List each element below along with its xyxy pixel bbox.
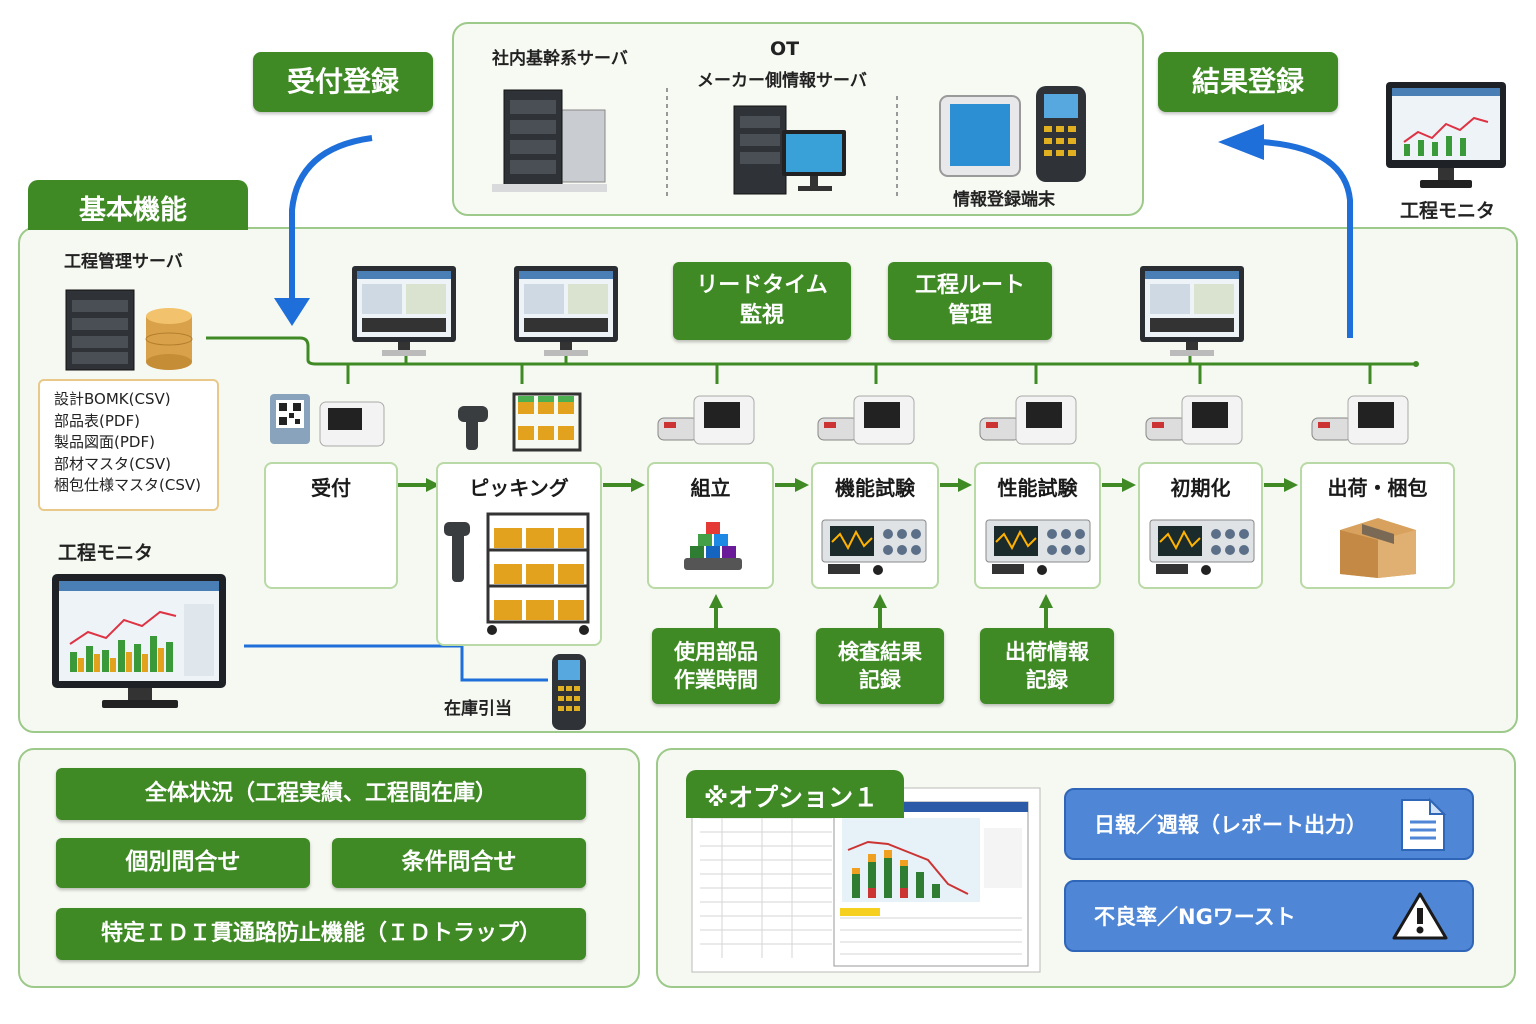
intake-registration-label: 受付登録	[253, 52, 433, 112]
basic-function-tab	[28, 180, 248, 230]
network-monitor-1	[352, 266, 456, 356]
record-inspection-result: 検査結果 記録	[816, 628, 944, 704]
cardboard-box-icon	[1340, 518, 1416, 578]
initialize-equipment-icon	[1149, 519, 1255, 575]
process-server-label: 工程管理サーバ	[64, 252, 183, 272]
document-icon	[1401, 797, 1447, 851]
individual-query-button[interactable]: 個別問合せ	[56, 838, 310, 888]
ot-label: OT	[770, 38, 800, 60]
picking-scanner-icon	[458, 392, 582, 452]
registration-terminal-icon	[939, 86, 1086, 182]
record-parts-time: 使用部品 作業時間	[652, 628, 780, 704]
basic-function-title: 基本機能	[79, 195, 187, 226]
record-shipping-info: 出荷情報 記録	[980, 628, 1114, 704]
network-monitor-2	[514, 266, 618, 356]
initialize-terminal-icon	[1145, 395, 1243, 445]
assembly-blocks-icon	[684, 522, 742, 570]
function-test-terminal-icon	[817, 395, 915, 445]
process-server-icon	[65, 289, 193, 371]
maker-server-icon	[733, 105, 846, 195]
warning-icon	[1392, 892, 1448, 940]
route-management-label: 工程ルート 管理	[888, 262, 1052, 340]
overall-status-button[interactable]: 全体状況（工程実績、工程間在庫）	[56, 768, 586, 820]
condition-query-button[interactable]: 条件問合せ	[332, 838, 586, 888]
left-monitor-label: 工程モニタ	[58, 542, 154, 564]
top-right-monitor-label: 工程モニタ	[1400, 200, 1496, 222]
option-title: ※オプション１	[703, 783, 879, 812]
option-tab	[686, 770, 904, 818]
company-server-icon	[492, 89, 607, 192]
step-intake: 受付	[264, 462, 398, 589]
company-server-label: 社内基幹系サーバ	[492, 49, 628, 69]
intake-terminal-icon	[270, 394, 385, 447]
performance-test-equipment-icon	[985, 519, 1091, 575]
stock-handheld-icon	[552, 654, 586, 730]
assembly-terminal-icon	[657, 395, 755, 445]
report-screenshot-image	[691, 787, 1041, 973]
network-monitor-3	[1140, 266, 1244, 356]
shipping-terminal-icon	[1311, 395, 1409, 445]
doc-product-drawing: 製品図面(PDF)	[54, 433, 155, 451]
left-monitor-icon	[52, 574, 226, 708]
function-test-equipment-icon	[821, 519, 927, 575]
doc-material-master: 部材マスタ(CSV)	[54, 454, 171, 473]
documents-box: 設計BOMK(CSV) 部品表(PDF) 製品図面(PDF) 部材マスタ(CSV…	[38, 379, 219, 511]
top-right-monitor-icon	[1386, 82, 1506, 188]
performance-test-terminal-icon	[979, 395, 1077, 445]
maker-server-label: メーカー側情報サーバ	[697, 71, 867, 91]
picking-rack-icon	[444, 512, 590, 635]
stock-allocation-label: 在庫引当	[444, 699, 512, 719]
result-registration-label: 結果登録	[1158, 52, 1338, 112]
leadtime-monitor-label: リードタイム 監視	[673, 262, 851, 340]
id-trap-button[interactable]: 特定ＩＤＩ貫通路防止機能（ＩＤトラップ）	[56, 908, 586, 960]
terminal-label: 情報登録端末	[953, 190, 1055, 210]
doc-design-bom: 設計BOMK(CSV)	[54, 390, 171, 408]
doc-packing-master: 梱包仕様マスタ(CSV)	[54, 476, 201, 494]
doc-parts-list: 部品表(PDF)	[54, 411, 140, 430]
